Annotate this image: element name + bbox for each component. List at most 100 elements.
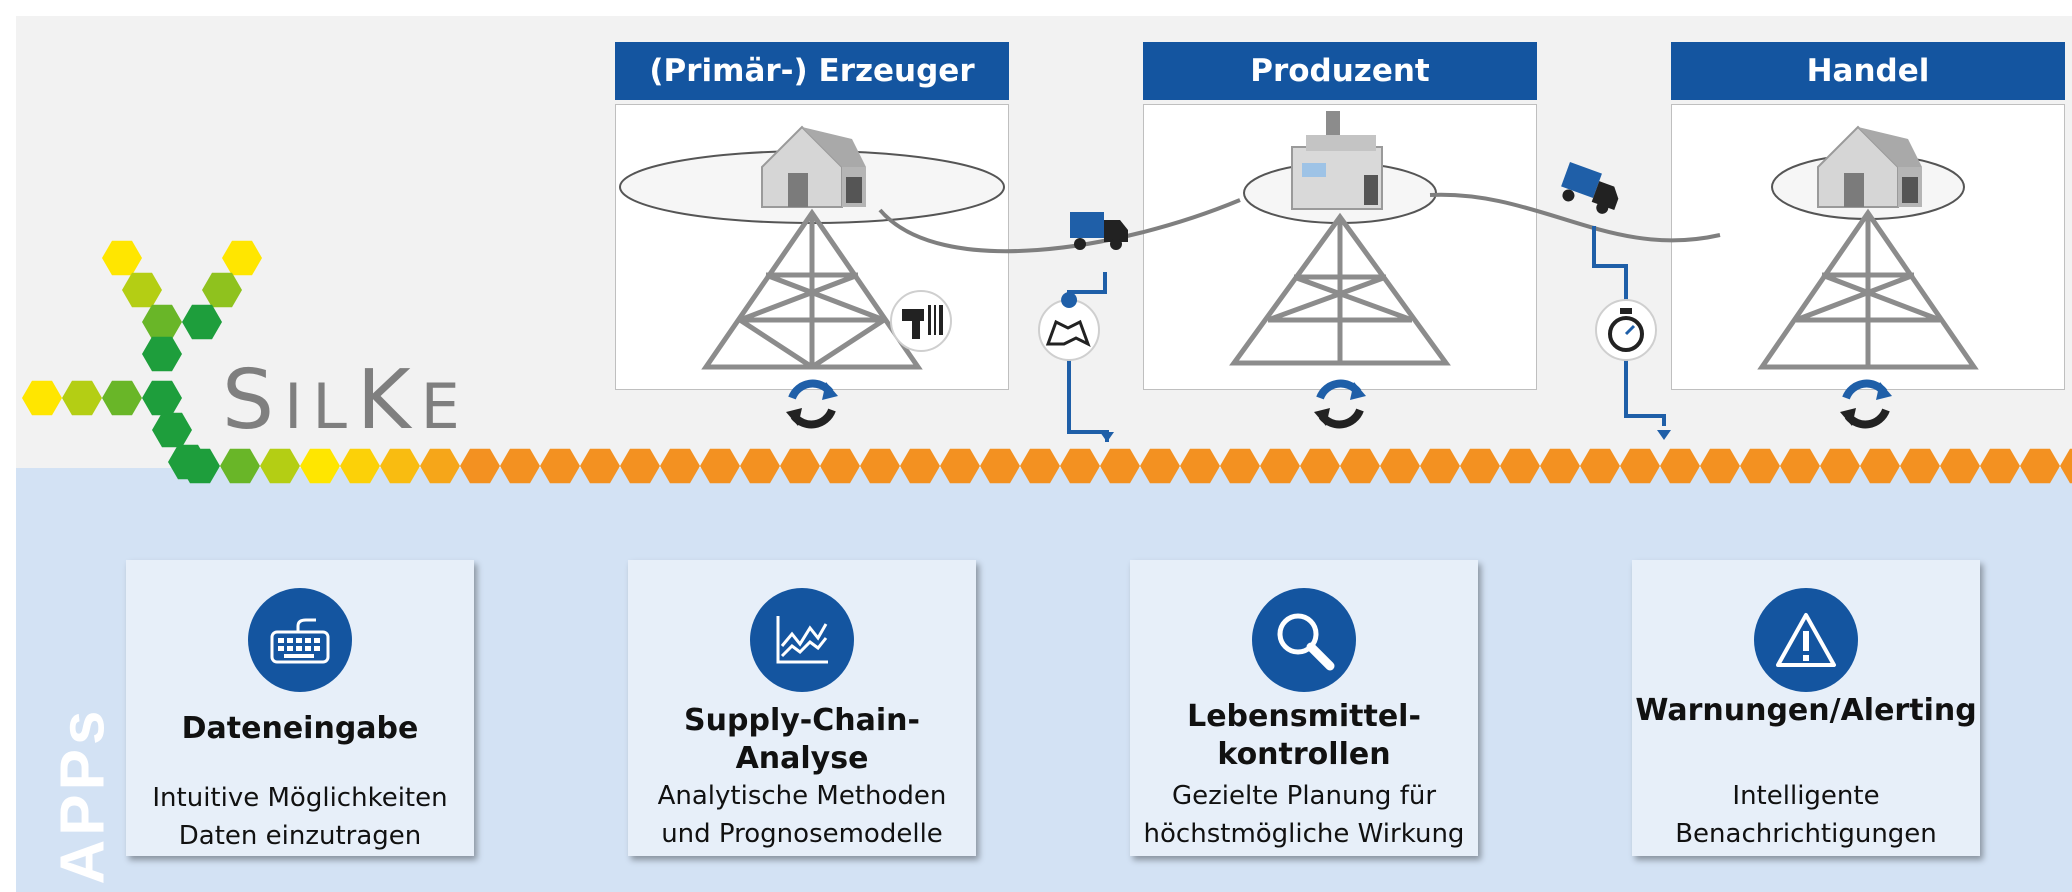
hexagon <box>220 448 260 484</box>
hexagon <box>1300 448 1340 484</box>
sync-icon <box>1840 379 1892 429</box>
hexagon <box>500 448 540 484</box>
hexagon <box>1860 448 1900 484</box>
hexagon <box>152 412 192 448</box>
keyboard-icon <box>248 588 352 692</box>
hexagon <box>780 448 820 484</box>
app-title: Dateneingabe <box>181 711 419 746</box>
hexagon <box>660 448 700 484</box>
hexagon <box>1980 448 2020 484</box>
hexagon <box>1740 448 1780 484</box>
stage-panel <box>615 104 1009 390</box>
barn-icon <box>761 125 866 208</box>
hexagon <box>182 304 222 340</box>
hexagon <box>1620 448 1660 484</box>
hexagon <box>1380 448 1420 484</box>
hexagon <box>1140 448 1180 484</box>
warning-icon <box>1754 588 1858 692</box>
hexagon <box>1180 448 1220 484</box>
hexagon <box>2060 448 2072 484</box>
hexagon <box>540 448 580 484</box>
hexagon <box>62 380 102 416</box>
hexagon <box>1020 448 1060 484</box>
stage-produzent: Produzent <box>1143 42 1537 390</box>
hexagon <box>860 448 900 484</box>
app-title: Lebensmittel-kontrollen <box>1187 699 1421 772</box>
hexagon <box>222 240 262 276</box>
hexagon <box>260 448 300 484</box>
hexagon <box>1900 448 1940 484</box>
hexagon <box>1700 448 1740 484</box>
hexagon <box>1500 448 1540 484</box>
hexagon <box>1940 448 1980 484</box>
hexagon <box>202 272 242 308</box>
hexagon <box>1660 448 1700 484</box>
hexagon <box>142 336 182 372</box>
hexagon <box>1540 448 1580 484</box>
app-card-lebensmittelkontrollen[interactable]: Lebensmittel-kontrollen Gezielte Planung… <box>1130 560 1478 856</box>
hexagon <box>700 448 740 484</box>
hexagon <box>1100 448 1140 484</box>
hexagon <box>102 380 142 416</box>
stage-primaererzeuger: (Primär-) Erzeuger <box>615 42 1009 390</box>
hexagon <box>102 240 142 276</box>
hexagon <box>2020 448 2060 484</box>
hexagon <box>1420 448 1460 484</box>
hexagon <box>900 448 940 484</box>
magnifier-icon <box>1252 588 1356 692</box>
stage-panel <box>1671 104 2065 390</box>
hexagon <box>1340 448 1380 484</box>
map-pin-icon <box>1038 292 1100 361</box>
hexagon <box>980 448 1020 484</box>
app-title: Warnungen/Alerting <box>1635 693 1977 728</box>
hexagon <box>940 448 980 484</box>
app-card-supply-chain-analyse[interactable]: Supply-Chain-Analyse Analytische Methode… <box>628 560 976 856</box>
hexagon <box>820 448 860 484</box>
hexagon <box>300 448 340 484</box>
hexagon <box>1820 448 1860 484</box>
stage-title: Handel <box>1671 42 2065 100</box>
hexagon <box>340 448 380 484</box>
hexagon <box>460 448 500 484</box>
hexagon <box>22 380 62 416</box>
scanner-icon <box>890 290 952 352</box>
stopwatch-icon <box>1595 299 1657 361</box>
hexagon <box>1260 448 1300 484</box>
sync-icon <box>786 379 838 429</box>
hexagon <box>142 304 182 340</box>
hexagon <box>620 448 660 484</box>
hexagon <box>420 448 460 484</box>
truck-icon <box>1070 212 1128 250</box>
silke-logo: SILKE <box>222 353 470 448</box>
hexagon <box>380 448 420 484</box>
hexagon <box>740 448 780 484</box>
hexagon <box>1060 448 1100 484</box>
barn-icon <box>1817 125 1922 208</box>
hexagon <box>122 272 162 308</box>
hexagon <box>142 380 182 416</box>
line-chart-icon <box>750 588 854 692</box>
app-title: Supply-Chain-Analyse <box>684 703 920 776</box>
stage-handel: Handel <box>1671 42 2065 390</box>
stage-title: Produzent <box>1143 42 1537 100</box>
truck-icon <box>1561 162 1619 214</box>
hexagon <box>1220 448 1260 484</box>
route-line <box>1429 192 1721 243</box>
stage-panel <box>1143 104 1537 390</box>
stage-title: (Primär-) Erzeuger <box>615 42 1009 100</box>
hexagon <box>1580 448 1620 484</box>
hexagon <box>1460 448 1500 484</box>
sync-icon <box>1314 379 1366 429</box>
route-line <box>878 198 1241 254</box>
hexagon <box>1780 448 1820 484</box>
hexagon <box>180 448 220 484</box>
